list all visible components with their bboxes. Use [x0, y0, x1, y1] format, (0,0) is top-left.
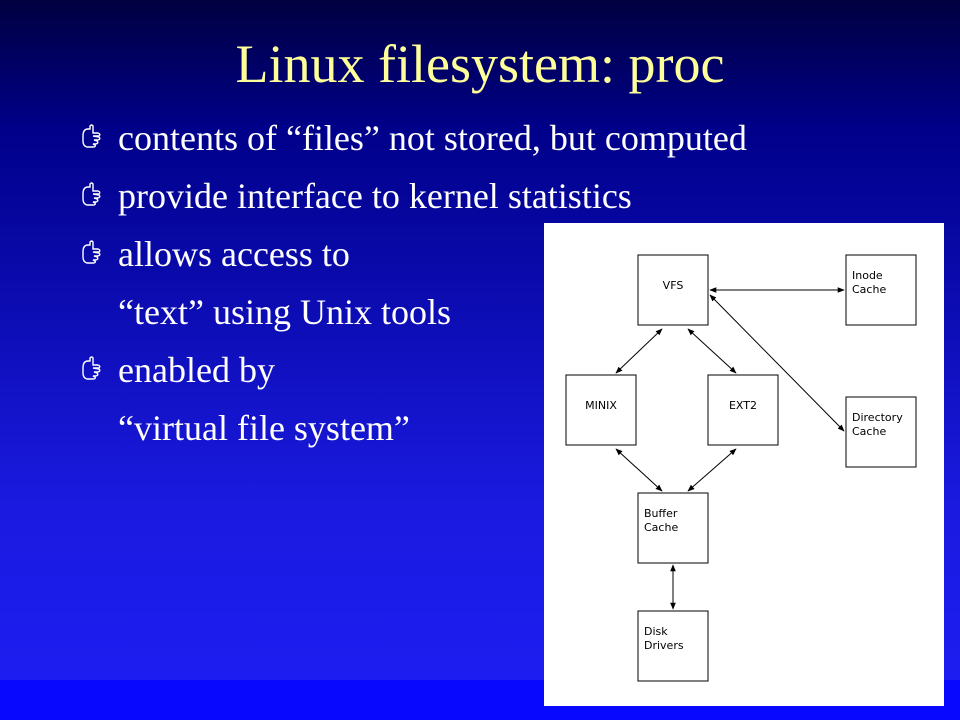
node-label: Cache: [644, 521, 678, 534]
bullet-text: provide interface to kernel statistics: [118, 176, 632, 216]
node-box: [637, 492, 709, 564]
node-box: [845, 396, 917, 468]
node-label: MINIX: [585, 399, 617, 412]
node-box: [637, 610, 709, 682]
pointing-hand-icon: [82, 356, 101, 380]
node-label: Disk: [644, 625, 668, 638]
node-label: Buffer: [644, 507, 678, 520]
edge-vfs-minix: [615, 328, 663, 374]
node-box: [845, 254, 917, 326]
node-box: [637, 254, 709, 326]
bullet-text: allows access to: [118, 234, 350, 274]
pointing-hand-icon: [82, 124, 101, 148]
bullet-text: enabled by: [118, 350, 275, 390]
node-ext2: EXT2: [707, 374, 779, 446]
node-label: Inode: [852, 269, 883, 282]
bullet-text: contents of “files” not stored, but comp…: [118, 118, 747, 158]
edge-ext2-buffer: [687, 448, 737, 492]
node-label: Drivers: [644, 639, 684, 652]
edge-minix-buffer: [615, 448, 663, 492]
node-vfs: VFS: [637, 254, 709, 326]
node-box: [707, 374, 779, 446]
bullet-text: “virtual file system”: [118, 408, 410, 448]
node-minix: MINIX: [565, 374, 637, 446]
slide-title: Linux filesystem: proc: [235, 34, 725, 94]
node-box: [565, 374, 637, 446]
edge-vfs-directory: [709, 294, 845, 432]
node-label: EXT2: [729, 399, 757, 412]
edge-vfs-ext2: [687, 328, 737, 374]
node-label: Directory: [852, 411, 903, 424]
bullet-text: “text” using Unix tools: [118, 292, 451, 332]
pointing-hand-icon: [82, 240, 101, 264]
node-label: Cache: [852, 425, 886, 438]
node-label: VFS: [663, 279, 684, 292]
node-label: Cache: [852, 283, 886, 296]
pointing-hand-icon: [82, 182, 101, 206]
